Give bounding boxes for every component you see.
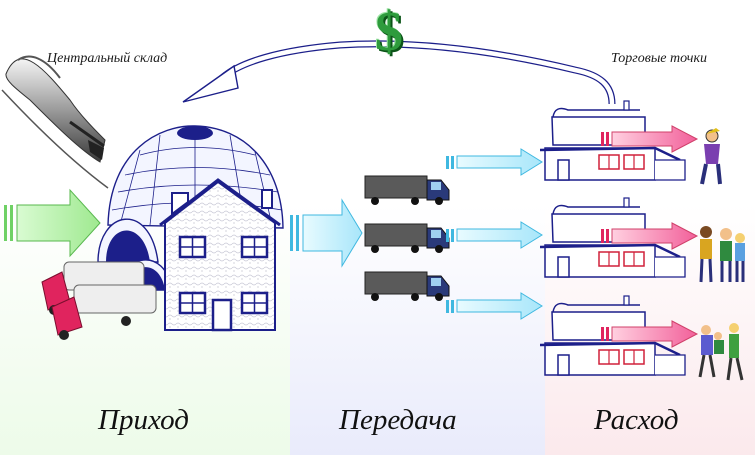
small-cyan-arrow <box>446 292 543 320</box>
truck <box>364 175 450 205</box>
truck <box>364 223 450 253</box>
delivery-trucks-icon <box>41 261 157 340</box>
money-flow-arrow <box>182 40 616 105</box>
outlets-label: Торговые точки <box>611 51 707 66</box>
shop <box>539 295 699 376</box>
shop-icon <box>539 100 699 376</box>
shop <box>539 197 699 278</box>
shop <box>539 100 699 181</box>
truck-icon <box>364 175 450 301</box>
incoming-green-arrow <box>4 188 101 258</box>
dollar-icon: $ <box>375 1 403 63</box>
stage-transfer-label: Передача <box>339 404 457 436</box>
person-icon <box>698 128 745 381</box>
shop-arrows <box>446 148 543 320</box>
small-cyan-arrow <box>446 221 543 249</box>
stage-income-label: Приход <box>98 404 189 436</box>
small-cyan-arrow <box>446 148 543 176</box>
house-icon <box>159 178 281 332</box>
warehouse-label: Центральный склад <box>47 51 168 66</box>
transfer-cyan-arrow <box>290 198 363 268</box>
truck <box>364 271 450 301</box>
train-icon <box>1 55 109 189</box>
stage-expense-label: Расход <box>594 404 679 436</box>
